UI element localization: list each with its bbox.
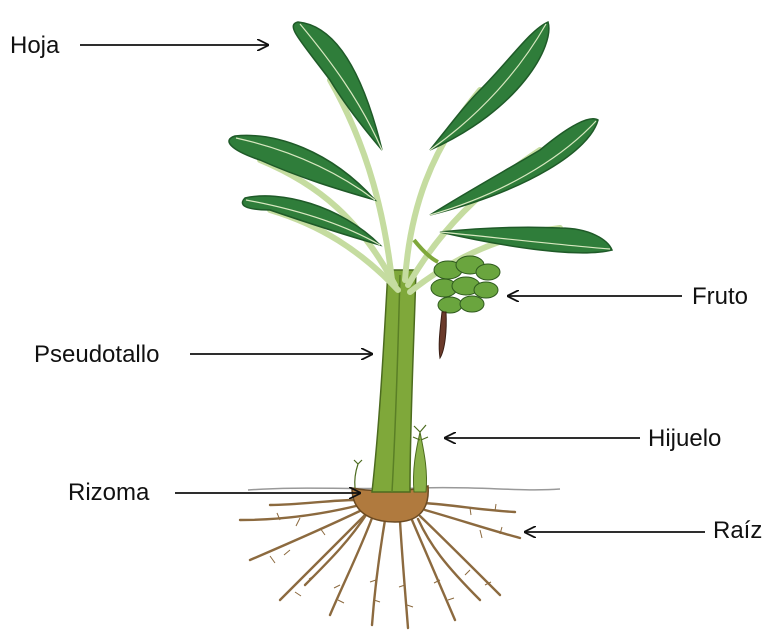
fruit-bud: [439, 312, 446, 358]
sucker: [413, 432, 426, 492]
fruit-bunch: [431, 256, 500, 313]
